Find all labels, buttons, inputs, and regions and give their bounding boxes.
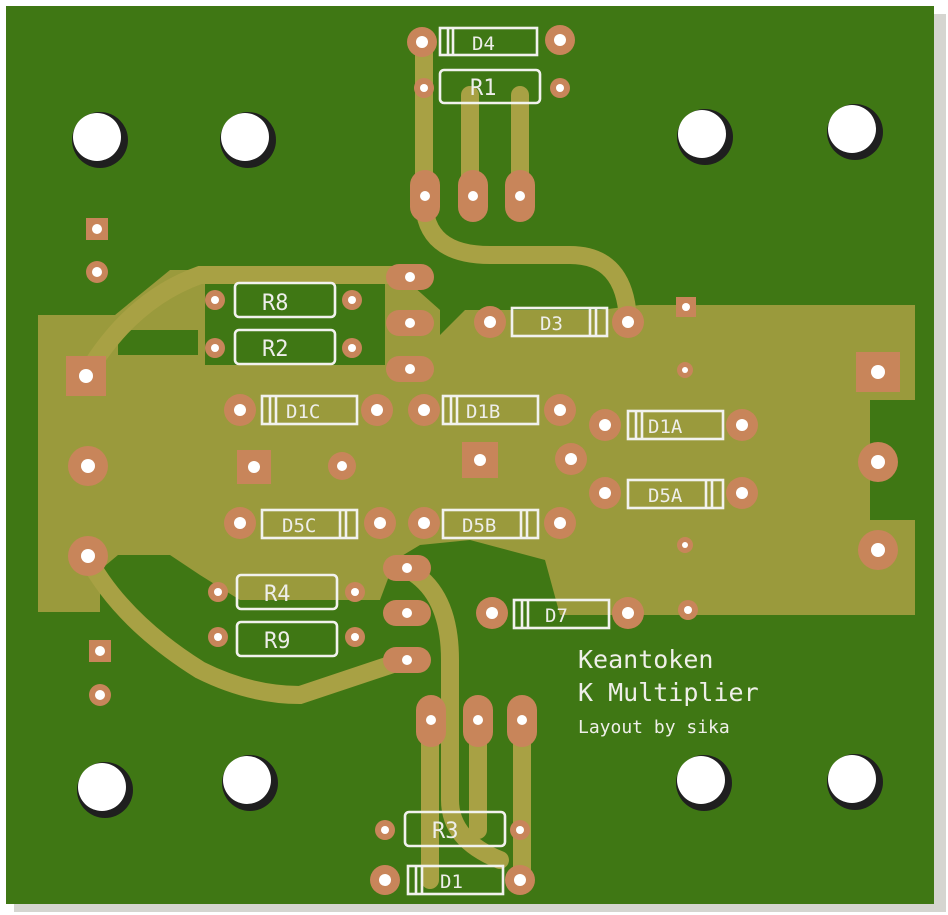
label-R9: R9 <box>264 629 291 654</box>
label-D1: D1 <box>440 871 463 893</box>
component-D1: D1 <box>406 864 505 896</box>
label-R8: R8 <box>262 291 289 316</box>
square-pads <box>66 218 900 662</box>
component-R3: R3 <box>403 810 507 848</box>
credit-line-2: K Multiplier <box>578 678 759 707</box>
round-pads <box>68 25 898 895</box>
label-D5C: D5C <box>282 515 316 537</box>
label-R2: R2 <box>262 337 289 362</box>
component-R2: R2 <box>233 328 337 366</box>
component-D1B: D1B <box>441 394 540 426</box>
component-D7: D7 <box>512 598 611 630</box>
label-D4: D4 <box>472 33 495 55</box>
component-R1: R1 <box>438 68 542 105</box>
label-D5B: D5B <box>462 515 496 537</box>
trace-bottom-curve <box>396 559 509 869</box>
label-D5A: D5A <box>648 485 683 507</box>
label-D1A: D1A <box>648 416 683 438</box>
label-D3: D3 <box>540 313 563 335</box>
component-R4: R4 <box>235 573 339 611</box>
component-R8: R8 <box>233 281 337 319</box>
label-R1: R1 <box>470 76 497 101</box>
component-D5B: D5B <box>441 508 540 540</box>
trace-left-lower <box>77 546 414 705</box>
mounting-holes <box>72 104 883 818</box>
label-D7: D7 <box>545 605 568 627</box>
component-D5A: D5A <box>626 478 725 510</box>
oblong-pads <box>383 170 537 747</box>
label-R4: R4 <box>264 582 291 607</box>
credit-line-1: Keantoken <box>578 645 713 674</box>
component-D3: D3 <box>510 306 609 338</box>
label-D1C: D1C <box>286 401 320 423</box>
component-R9: R9 <box>235 620 339 658</box>
label-R3: R3 <box>432 819 459 844</box>
label-D1B: D1B <box>466 401 500 423</box>
component-D1C: D1C <box>260 394 359 426</box>
credit-line-3: Layout by sika <box>578 717 730 738</box>
component-D4: D4 <box>438 26 539 57</box>
component-D5C: D5C <box>260 508 359 540</box>
component-D1A: D1A <box>626 409 725 441</box>
trace-top-curve <box>415 191 637 329</box>
